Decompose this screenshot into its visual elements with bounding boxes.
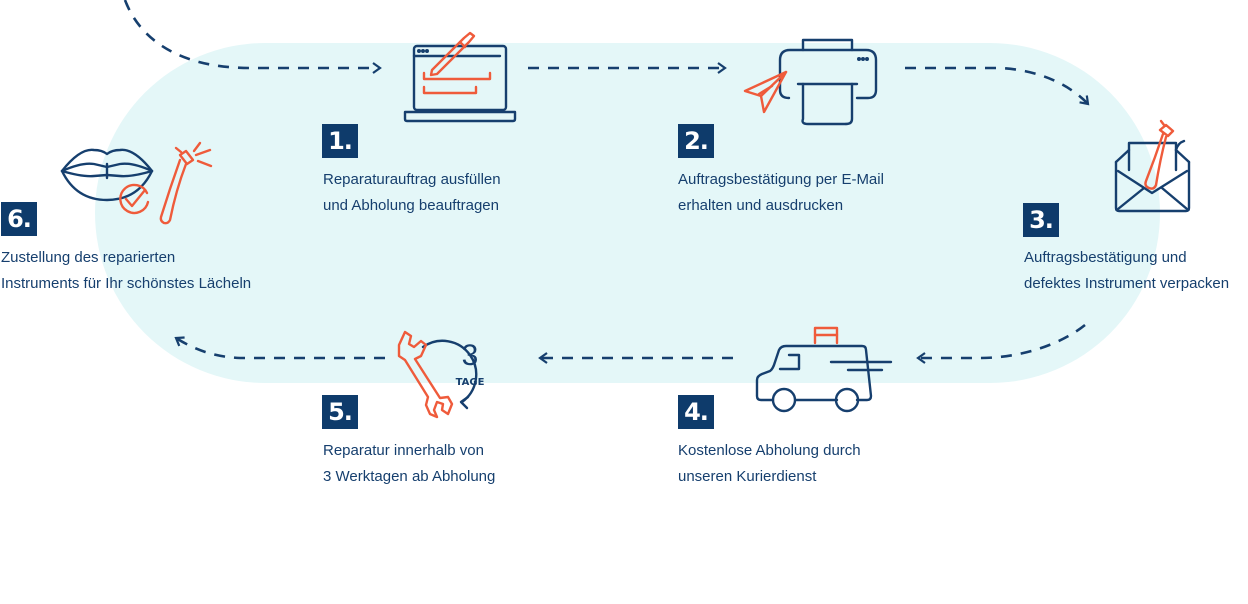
laptop-form-icon xyxy=(403,31,517,123)
step-6-description: Zustellung des reparierten Instruments f… xyxy=(1,245,251,297)
smile-instrument-check-icon xyxy=(60,141,213,225)
step-4-badge: 4. xyxy=(678,395,714,429)
repair-days-number: 3 xyxy=(462,339,479,372)
step-3-badge: 3. xyxy=(1023,203,1059,237)
step-3-description: Auftragsbestätigung und defektes Instrum… xyxy=(1024,245,1229,297)
wrench-3-days-icon xyxy=(397,330,478,419)
process-background xyxy=(95,43,1160,383)
envelope-instrument-icon xyxy=(1114,119,1191,213)
repair-days-unit: TAGE xyxy=(456,377,485,388)
step-5-description: Reparatur innerhalb von 3 Werktagen ab A… xyxy=(323,438,495,490)
arrow-step-3-to-4 xyxy=(916,323,1086,364)
step-4-line-2: unseren Kurierdienst xyxy=(678,468,817,485)
step-4-line-1: Kostenlose Abholung durch xyxy=(678,442,861,459)
printer-email-icon xyxy=(743,38,878,126)
step-2-line-1: Auftragsbestätigung per E-Mail xyxy=(678,171,884,188)
step-1-badge: 1. xyxy=(322,124,358,158)
step-3-line-2: defektes Instrument verpacken xyxy=(1024,275,1230,292)
step-2-badge: 2. xyxy=(678,124,714,158)
courier-van-icon xyxy=(755,326,893,413)
step-2-line-2: erhalten und ausdrucken xyxy=(678,197,844,214)
arrow-step-5-to-6 xyxy=(174,336,385,360)
step-5-badge: 5. xyxy=(322,395,358,429)
step-5-line-1: Reparatur innerhalb von xyxy=(323,442,484,459)
step-6-line-1: Zustellung des reparierten xyxy=(1,249,176,266)
step-1-line-2: und Abholung beauftragen xyxy=(323,197,499,214)
step-3-line-1: Auftragsbestätigung und xyxy=(1024,249,1187,266)
step-1-line-1: Reparaturauftrag ausfüllen xyxy=(323,171,501,188)
step-4-description: Kostenlose Abholung durch unseren Kurier… xyxy=(678,438,861,490)
step-6-line-2: Instruments für Ihr schönstes Lächeln xyxy=(1,275,252,292)
step-2-description: Auftragsbestätigung per E-Mail erhalten … xyxy=(678,167,884,219)
step-5-line-2: 3 Werktagen ab Abholung xyxy=(323,468,496,485)
step-1-description: Reparaturauftrag ausfüllen und Abholung … xyxy=(323,167,501,219)
arrow-step-2-to-3 xyxy=(905,66,1090,106)
arrow-start-to-step-1 xyxy=(123,0,382,74)
step-6-badge: 6. xyxy=(1,202,37,236)
